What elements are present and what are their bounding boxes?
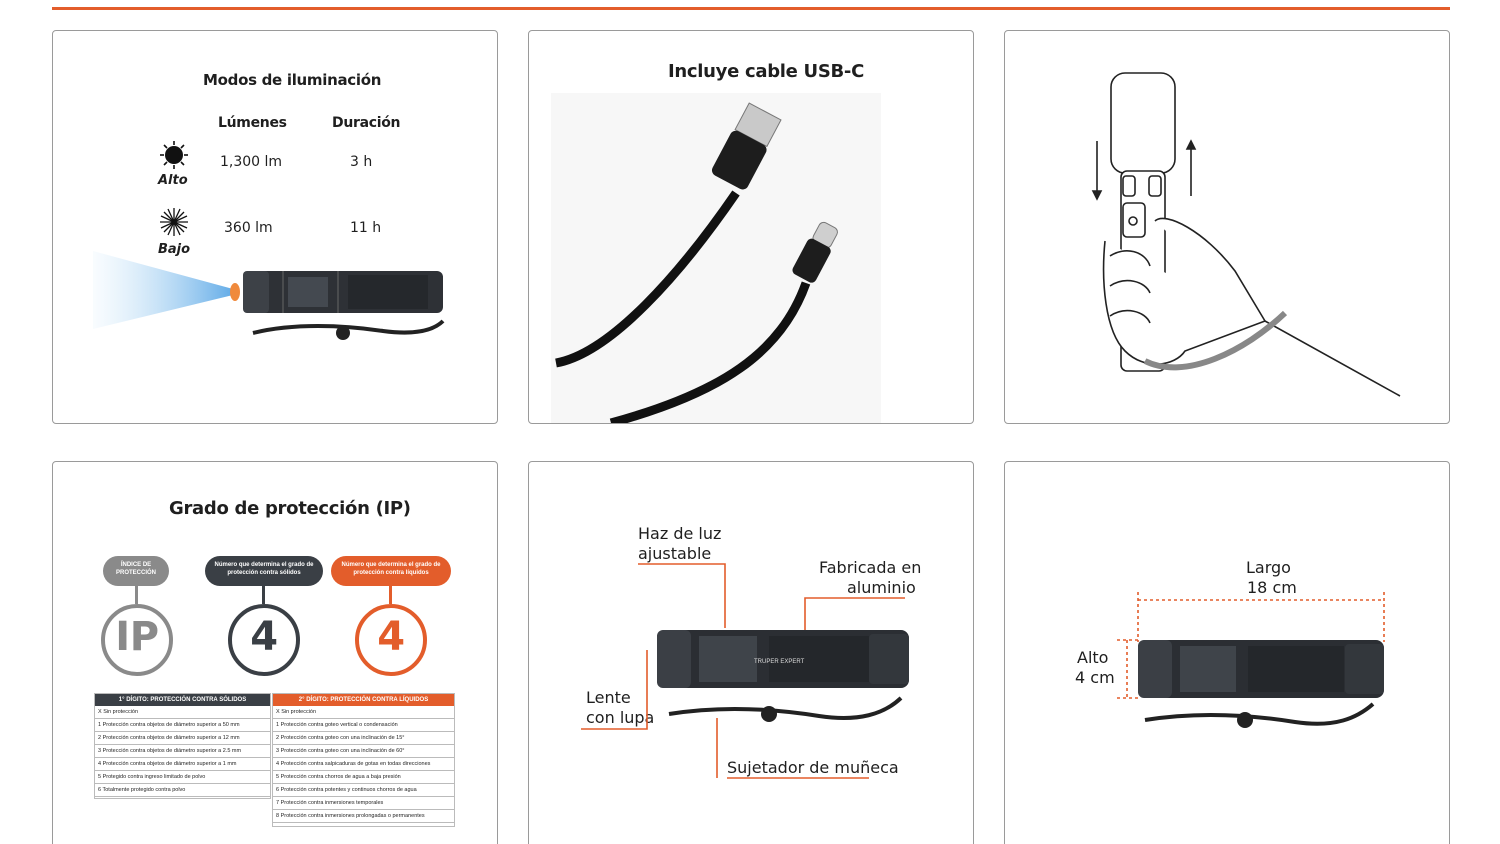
circle-solid-text: 4	[250, 614, 278, 660]
badge-index-text: ÍNDICE DE PROTECCIÓN	[115, 562, 156, 576]
panel-usb-cable: Incluye cable USB-C	[528, 30, 974, 424]
flashlight-beam-illustration	[93, 251, 445, 340]
mode-alto-duration: 3 h	[350, 154, 373, 170]
liquids-row: 4 Protección contra salpicaduras de gota…	[273, 758, 454, 771]
beam-label-line2: ajustable	[638, 544, 712, 563]
panel-hand-usage	[1004, 30, 1450, 424]
mode-alto-lumens: 1,300 lm	[220, 154, 283, 170]
lumens-header: Lúmenes	[218, 115, 287, 131]
lens-label-line2: con lupa	[586, 708, 655, 727]
table-solids-header: 1° DÍGITO: PROTECCIÓN CONTRA SÓLIDOS	[95, 694, 270, 706]
usb-title: Incluye cable USB-C	[668, 61, 865, 82]
solids-row: 3 Protección contra objetos de diámetro …	[95, 745, 270, 758]
liquids-row: 5 Protección contra chorros de agua a ba…	[273, 771, 454, 784]
sun-filled-icon	[160, 141, 188, 169]
circle-ip-text: IP	[115, 614, 159, 660]
connector-solids	[262, 586, 265, 604]
circle-liquid	[355, 604, 427, 676]
circle-ip	[101, 604, 173, 676]
solids-row: X Sin protección	[95, 706, 270, 719]
table-liquids: 2° DÍGITO: PROTECCIÓN CONTRA LÍQUIDOS X …	[272, 693, 455, 827]
brand-text: TRUPER EXPERT	[754, 659, 805, 665]
liquids-row: X Sin protección	[273, 706, 454, 719]
flashlight-feature-illustration: TRUPER EXPERT	[581, 563, 909, 779]
top-accent-line	[52, 7, 1450, 10]
connector-index	[135, 586, 138, 604]
length-label: Largo	[1246, 558, 1291, 577]
mode-bajo-label: Bajo	[158, 242, 191, 257]
solids-row: 4 Protección contra objetos de diámetro …	[95, 758, 270, 771]
duration-header: Duración	[332, 115, 401, 131]
badge-solids	[205, 556, 323, 586]
ip-title: Grado de protección (IP)	[169, 498, 411, 519]
table-liquids-header: 2° DÍGITO: PROTECCIÓN CONTRA LÍQUIDOS	[273, 694, 454, 706]
height-label: Alto	[1077, 648, 1109, 667]
panel-features: Haz de luz ajustable Fabricada en alumin…	[528, 461, 974, 844]
liquids-row: 1 Protección contra goteo vertical o con…	[273, 719, 454, 732]
mode-alto-label: Alto	[158, 173, 188, 188]
sun-outline-icon	[160, 208, 188, 236]
height-value: 4 cm	[1075, 668, 1115, 687]
aluminum-label-line1: Fabricada en	[819, 558, 922, 577]
badge-index	[103, 556, 169, 586]
liquids-row: 7 Protección contra inmersiones temporal…	[273, 797, 454, 810]
strap-label: Sujetador de muñeca	[727, 758, 899, 777]
badge-liquids-text: Número que determina el grado de protecc…	[341, 562, 441, 576]
solids-row: 1 Protección contra objetos de diámetro …	[95, 719, 270, 732]
circle-liquid-text: 4	[377, 614, 405, 660]
mode-bajo-duration: 11 h	[350, 220, 382, 236]
usb-c-cable-illustration	[551, 93, 881, 423]
badge-solids-text: Número que determina el grado de protecc…	[214, 562, 314, 576]
solids-row: 2 Protección contra objetos de diámetro …	[95, 732, 270, 745]
circle-solid	[228, 604, 300, 676]
panel-ip-rating: Grado de protección (IP) ÍNDICE DE PROTE…	[52, 461, 498, 844]
badge-liquids	[331, 556, 451, 586]
length-value: 18 cm	[1247, 578, 1297, 597]
liquids-row: 3 Protección contra goteo con una inclin…	[273, 745, 454, 758]
panel-dimensions: Largo 18 cm Alto 4 cm	[1004, 461, 1450, 844]
liquids-row: 2 Protección contra goteo con una inclin…	[273, 732, 454, 745]
lens-label-line1: Lente	[586, 688, 631, 707]
flashlight-dimensions-illustration	[1117, 592, 1385, 728]
lighting-modes-title: Modos de iluminación	[203, 71, 382, 89]
solids-row: 5 Protegido contra ingreso limitado de p…	[95, 771, 270, 784]
liquids-row: 6 Protección contra potentes y continuos…	[273, 784, 454, 797]
mode-bajo-lumens: 360 lm	[224, 220, 273, 236]
panel-lighting-modes: Modos de iluminación Lúmenes Duración Al…	[52, 30, 498, 424]
connector-liquids	[389, 586, 392, 604]
liquids-row: 8 Protección contra inmersiones prolonga…	[273, 810, 454, 823]
hand-holding-flashlight-illustration	[1091, 72, 1401, 397]
aluminum-label-line2: aluminio	[847, 578, 916, 597]
beam-label-line1: Haz de luz	[638, 524, 722, 543]
table-solids: 1° DÍGITO: PROTECCIÓN CONTRA SÓLIDOS X S…	[94, 693, 271, 799]
solids-row: 6 Totalmente protegido contra polvo	[95, 784, 270, 797]
